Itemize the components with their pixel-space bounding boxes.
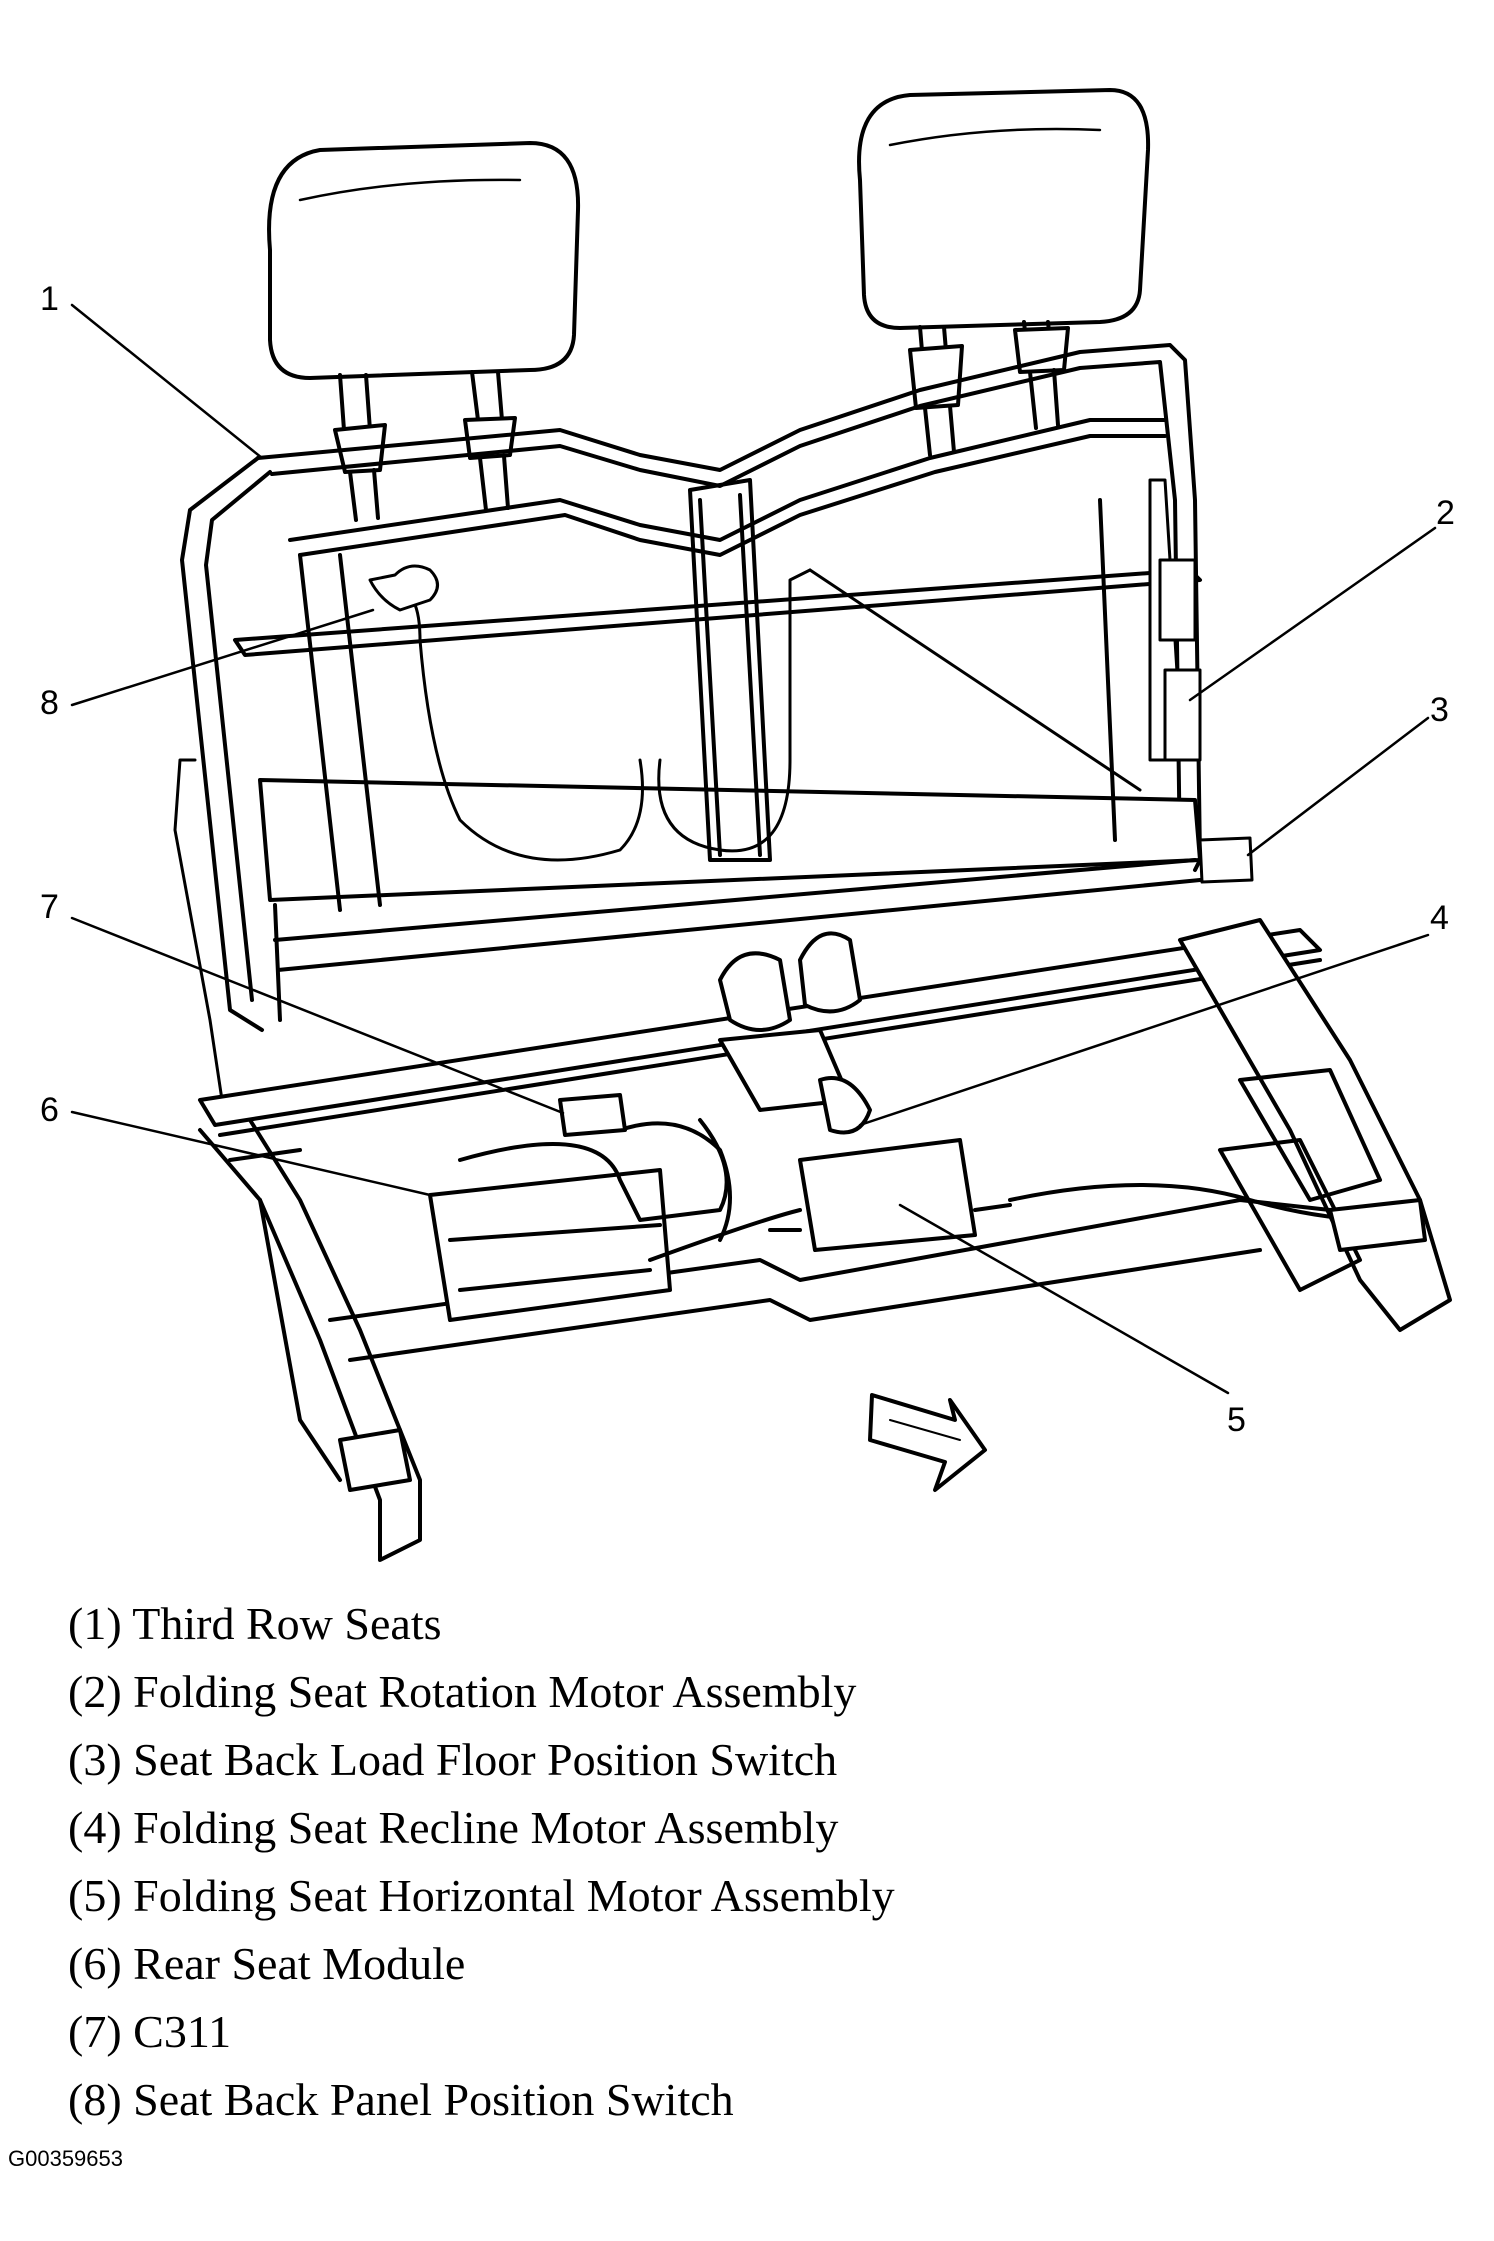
leader-5 [898,1203,1230,1395]
callout-3: 3 [1430,691,1449,729]
legend-item-5: (5) Folding Seat Horizontal Motor Assemb… [68,1870,895,1921]
callout-1: 1 [40,280,59,318]
left-headrest [267,141,581,522]
legend-item-7: (7) C311 [68,2006,232,2057]
legend-item-6: (6) Rear Seat Module [68,1938,466,1989]
right-headrest [857,88,1151,457]
leader-lines [70,303,1437,1395]
legend-item-2: (2) Folding Seat Rotation Motor Assembly [68,1666,857,1717]
legend: (1) Third Row Seats (2) Folding Seat Rot… [68,1590,1468,2134]
callout-6: 6 [40,1091,59,1129]
callout-2: 2 [1436,494,1455,532]
callout-4: 4 [1430,899,1449,937]
leader-7 [70,916,565,1115]
seat-diagram: 1 2 3 4 5 6 7 8 [40,88,1455,1562]
legend-item-8: (8) Seat Back Panel Position Switch [68,2074,734,2125]
legend-item-4: (4) Folding Seat Recline Motor Assembly [68,1802,839,1853]
leader-8 [70,608,375,707]
forward-arrow [868,1393,987,1492]
seat-back-wiring [173,478,1254,1122]
callout-7: 7 [40,888,59,926]
figure-id: G00359653 [8,2146,123,2171]
seat-line-art [70,88,1452,1562]
legend-item-3: (3) Seat Back Load Floor Position Switch [68,1734,838,1785]
seat-base-frame [198,918,1452,1562]
leader-4 [858,933,1430,1127]
seat-back-frame [180,343,1202,1032]
leader-1 [70,303,264,460]
callout-8: 8 [40,684,59,722]
leader-2 [1188,526,1437,702]
callout-5: 5 [1227,1401,1246,1439]
leader-6 [70,1110,432,1197]
legend-item-1: (1) Third Row Seats [68,1598,442,1649]
leader-3 [1246,716,1430,857]
